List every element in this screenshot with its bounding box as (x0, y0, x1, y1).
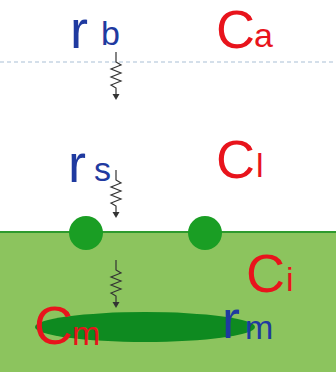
resistance-symbol: r (222, 292, 240, 346)
subscript: l (256, 148, 264, 182)
subscript: m (245, 310, 273, 344)
leaf-surface (0, 231, 336, 233)
resistance-symbol: r (70, 2, 88, 56)
subscript: i (286, 262, 294, 296)
resistor-symbol (111, 260, 121, 308)
subscript: b (101, 16, 120, 50)
leaf-tissue (0, 232, 336, 372)
resistor-symbol (111, 170, 121, 218)
subscript: m (72, 316, 100, 350)
resistor-symbol (111, 52, 121, 100)
guard-cell (69, 216, 103, 250)
resistance-symbol: r (68, 136, 86, 190)
concentration-symbol: C (216, 2, 255, 56)
concentration-symbol: C (34, 298, 73, 352)
guard-cell (188, 216, 222, 250)
concentration-symbol: C (246, 246, 285, 300)
concentration-symbol: C (216, 132, 255, 186)
subscript: s (94, 152, 111, 186)
boundary-layer-line (0, 61, 336, 62)
subscript: a (254, 18, 273, 52)
